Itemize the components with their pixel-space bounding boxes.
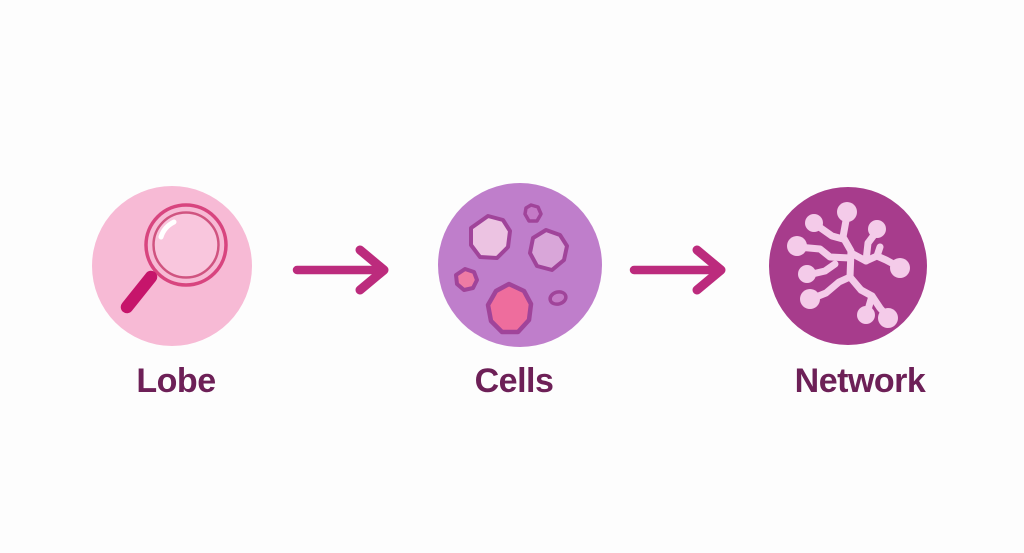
network-nodes <box>787 202 910 328</box>
lobe-label: Lobe <box>136 362 216 400</box>
cell-blob-tiny-oval <box>548 290 568 306</box>
cells-label: Cells <box>474 362 554 400</box>
arrow-right-icon <box>629 245 726 295</box>
lens-highlight <box>158 219 177 240</box>
magnifier-outer-ring <box>144 203 228 287</box>
cell-blob-right <box>528 228 569 272</box>
arrow-head <box>692 245 726 295</box>
arrow-head <box>355 245 389 295</box>
cell-blob-left-small <box>454 267 479 292</box>
network-label: Network <box>794 362 926 400</box>
magnifier-handle <box>120 270 158 314</box>
magnifying-glass-icon <box>92 186 252 346</box>
cells-icon <box>438 183 602 347</box>
arrow-right-icon <box>292 245 389 295</box>
cell-blob-top-left <box>469 214 512 260</box>
magnifier-inner-ring <box>152 211 220 279</box>
cell-blob-bottom-large <box>485 281 534 335</box>
network-icon <box>769 187 927 345</box>
cell-blob-top-small <box>523 203 543 223</box>
